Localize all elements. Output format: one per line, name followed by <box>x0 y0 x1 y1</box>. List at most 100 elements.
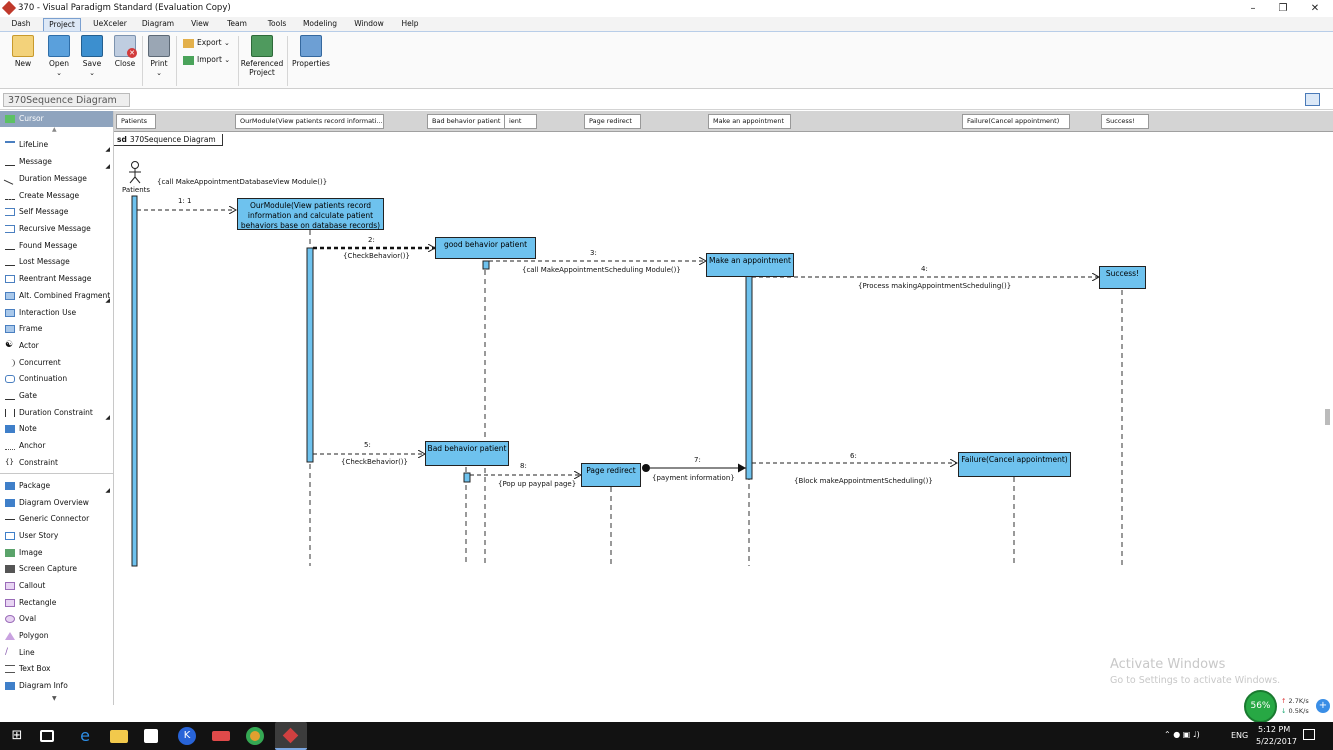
gauge-plus-icon[interactable]: + <box>1316 699 1330 713</box>
palette-concurrent[interactable]: Concurrent <box>0 355 113 371</box>
message-6-guard[interactable]: {Block makeAppointmentScheduling()} <box>794 477 933 485</box>
lifeline-failure[interactable]: Failure(Cancel appointment) <box>958 452 1071 477</box>
close-window-button[interactable]: ✕ <box>1310 3 1320 14</box>
header-success[interactable]: Success! <box>1101 114 1149 129</box>
menu-project[interactable]: Project <box>43 18 81 31</box>
palette-diagram-overview[interactable]: Diagram Overview <box>0 495 113 511</box>
diagram-navigator-icon[interactable] <box>1305 93 1320 106</box>
palette-duration-constraint[interactable]: Duration Constraint◢ <box>0 405 113 421</box>
palette-found-message[interactable]: Found Message <box>0 238 113 254</box>
language-indicator[interactable]: ENG <box>1231 731 1249 740</box>
file-explorer-icon[interactable] <box>110 730 128 743</box>
palette-diagram-info[interactable]: Diagram Info <box>0 678 113 694</box>
palette-polygon[interactable]: Polygon <box>0 628 113 644</box>
palette-oval[interactable]: Oval <box>0 611 113 627</box>
print-button[interactable]: Print⌄ <box>146 35 172 78</box>
lifeline-make-appointment[interactable]: Make an appointment <box>706 253 794 277</box>
header-good-behavior[interactable]: ient <box>505 114 537 129</box>
header-page-redirect[interactable]: Page redirect <box>584 114 641 129</box>
activation-patients[interactable] <box>131 195 138 567</box>
tray-icons[interactable]: ⌃ ● ▣ ♩) <box>1164 730 1200 739</box>
message-2-guard[interactable]: {CheckBehavior()} <box>343 252 410 260</box>
palette-gate[interactable]: Gate <box>0 388 113 404</box>
activation-good[interactable] <box>482 260 490 270</box>
palette-constraint[interactable]: {}Constraint <box>5 458 58 467</box>
header-ourmodule[interactable]: OurModule(View patients record informati… <box>235 114 384 129</box>
save-button[interactable]: Save⌄ <box>78 35 106 78</box>
menu-help[interactable]: Help <box>401 19 419 28</box>
message-3-guard[interactable]: {call MakeAppointmentScheduling Module()… <box>522 266 681 274</box>
export-button[interactable]: Export ⌄ <box>183 38 230 48</box>
palette-create-message[interactable]: Create Message <box>0 188 113 204</box>
palette-interaction-use[interactable]: Interaction Use <box>0 305 113 321</box>
palette-line[interactable]: ∕Line <box>5 647 35 658</box>
menu-modeling[interactable]: Modeling <box>302 19 338 28</box>
minimize-button[interactable]: – <box>1250 3 1256 14</box>
palette-note[interactable]: Note <box>0 421 113 437</box>
menu-tools[interactable]: Tools <box>267 19 287 28</box>
message-5-guard[interactable]: {CheckBehavior()} <box>341 458 408 466</box>
menu-uexceler[interactable]: UeXceler <box>93 19 127 28</box>
menu-team[interactable]: Team <box>227 19 247 28</box>
lifeline-good-behavior[interactable]: good behavior patient <box>435 237 536 259</box>
palette-message[interactable]: Message◢ <box>0 154 113 170</box>
new-button[interactable]: New <box>8 35 38 68</box>
actor-patients-figure[interactable] <box>129 161 141 184</box>
palette-screen-capture[interactable]: Screen Capture <box>0 561 113 577</box>
message-1-label[interactable]: 1: 1 <box>178 197 192 205</box>
menu-view[interactable]: View <box>191 19 209 28</box>
scroll-up-icon[interactable]: ▲ <box>52 126 57 133</box>
lifeline-success[interactable]: Success! <box>1099 266 1146 289</box>
palette-reentrant-message[interactable]: Reentrant Message <box>0 271 113 287</box>
diagram-canvas[interactable]: Patients OurModule(View patients record … <box>114 111 1333 705</box>
palette-frame[interactable]: Frame <box>0 321 113 337</box>
palette-generic-connector[interactable]: Generic Connector <box>0 511 113 527</box>
network-speed-gauge[interactable]: 56% <box>1244 690 1277 723</box>
visual-paradigm-taskbar-button[interactable] <box>275 722 307 750</box>
maximize-button[interactable]: ❐ <box>1278 3 1288 14</box>
message-top-note[interactable]: {call MakeAppointmentDatabaseView Module… <box>157 178 328 186</box>
menu-diagram[interactable]: Diagram <box>141 19 175 28</box>
message-7-guard[interactable]: {payment information} <box>652 474 735 482</box>
activation-ourmodule[interactable] <box>306 247 314 463</box>
message-5-label[interactable]: 5: <box>364 441 371 449</box>
palette-text-box[interactable]: Text Box <box>0 661 113 677</box>
matlab-icon[interactable] <box>212 731 230 741</box>
palette-lost-message[interactable]: Lost Message <box>0 254 113 270</box>
message-7-label[interactable]: 7: <box>694 456 701 464</box>
close-project-button[interactable]: ✕ Close <box>111 35 139 68</box>
menu-window[interactable]: Window <box>354 19 384 28</box>
properties-button[interactable]: Properties <box>291 35 331 68</box>
message-8-guard[interactable]: {Pop up paypal page} <box>498 480 577 488</box>
palette-image[interactable]: Image <box>0 545 113 561</box>
palette-recursive-message[interactable]: Recursive Message <box>0 221 113 237</box>
header-bad-behavior[interactable]: Bad behavior patient <box>427 114 505 129</box>
vertical-scrollbar[interactable] <box>1325 409 1330 425</box>
palette-self-message[interactable]: Self Message <box>0 204 113 220</box>
menu-dash[interactable]: Dash <box>11 19 31 28</box>
edge-browser-icon[interactable]: e <box>80 726 90 745</box>
palette-continuation[interactable]: Continuation <box>0 371 113 387</box>
palette-alt-combined-fragment[interactable]: Alt. Combined Fragment◢ <box>0 288 113 304</box>
header-patients[interactable]: Patients <box>116 114 156 129</box>
palette-anchor[interactable]: Anchor <box>0 438 113 454</box>
lifeline-ourmodule[interactable]: OurModule(View patients record informati… <box>237 198 384 230</box>
message-8-label[interactable]: 8: <box>520 462 527 470</box>
breadcrumb[interactable]: 370Sequence Diagram <box>3 93 130 107</box>
scroll-down-icon[interactable]: ▼ <box>52 695 57 702</box>
store-icon[interactable] <box>144 729 158 743</box>
lifeline-page-redirect[interactable]: Page redirect <box>581 463 641 487</box>
header-make-appointment[interactable]: Make an appointment <box>708 114 791 129</box>
open-button[interactable]: Open⌄ <box>44 35 74 78</box>
palette-cursor[interactable]: Cursor <box>0 111 113 127</box>
start-windows-icon[interactable]: ⊞ <box>11 728 23 743</box>
task-view-icon[interactable] <box>40 730 54 742</box>
clock-date[interactable]: 5/22/2017 <box>1256 737 1298 746</box>
k-app-icon[interactable]: K <box>178 727 196 745</box>
palette-user-story[interactable]: User Story <box>0 528 113 544</box>
notifications-icon[interactable] <box>1303 729 1315 740</box>
palette-rectangle[interactable]: Rectangle <box>0 595 113 611</box>
palette-lifeline[interactable]: LifeLine◢ <box>0 137 113 153</box>
palette-callout[interactable]: Callout <box>0 578 113 594</box>
